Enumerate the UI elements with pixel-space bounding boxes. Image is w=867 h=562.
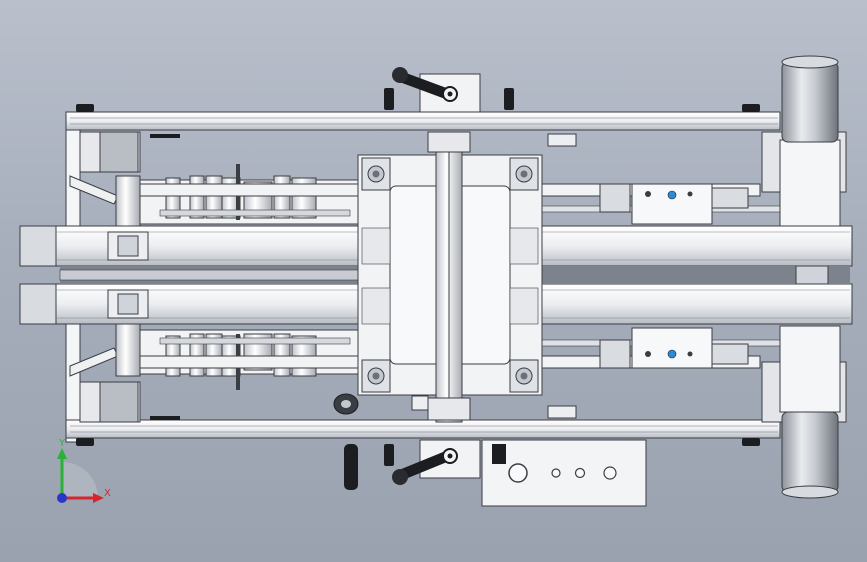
upper-drive-roller (781, 55, 839, 143)
top-crank-assembly[interactable] (384, 67, 514, 113)
top-crank-handle[interactable] (394, 70, 452, 100)
lower-roller-shaft (115, 319, 141, 377)
upper-slide-block (631, 183, 713, 225)
control-button-2[interactable] (574, 467, 586, 479)
center-carriage (357, 131, 543, 423)
control-button-3[interactable] (603, 466, 617, 480)
control-knob-large[interactable] (508, 463, 528, 483)
control-button-1[interactable] (551, 468, 561, 478)
frame-fasteners (76, 104, 760, 446)
mount-block-top-left (361, 157, 391, 191)
x-axis-label: X (104, 488, 111, 499)
frame-top-rail (65, 111, 781, 131)
frame-bottom-rail (65, 419, 781, 439)
main-frame (65, 111, 781, 443)
control-box (481, 439, 647, 507)
upper-roller-shaft (115, 175, 141, 235)
lower-slide-block (631, 327, 713, 369)
mount-block-bottom-left (361, 359, 391, 393)
lower-drive-roller (781, 411, 839, 499)
mount-block-top-right (509, 157, 539, 191)
y-axis-label: Y (58, 438, 66, 449)
mount-block-bottom-right (509, 359, 539, 393)
right-drive-assembly (761, 55, 847, 499)
small-brackets (411, 133, 577, 419)
bottom-crank-assembly[interactable] (333, 393, 514, 490)
bottom-crank-handle[interactable] (394, 450, 452, 482)
coordinate-triad-icon: X Y (57, 438, 111, 503)
